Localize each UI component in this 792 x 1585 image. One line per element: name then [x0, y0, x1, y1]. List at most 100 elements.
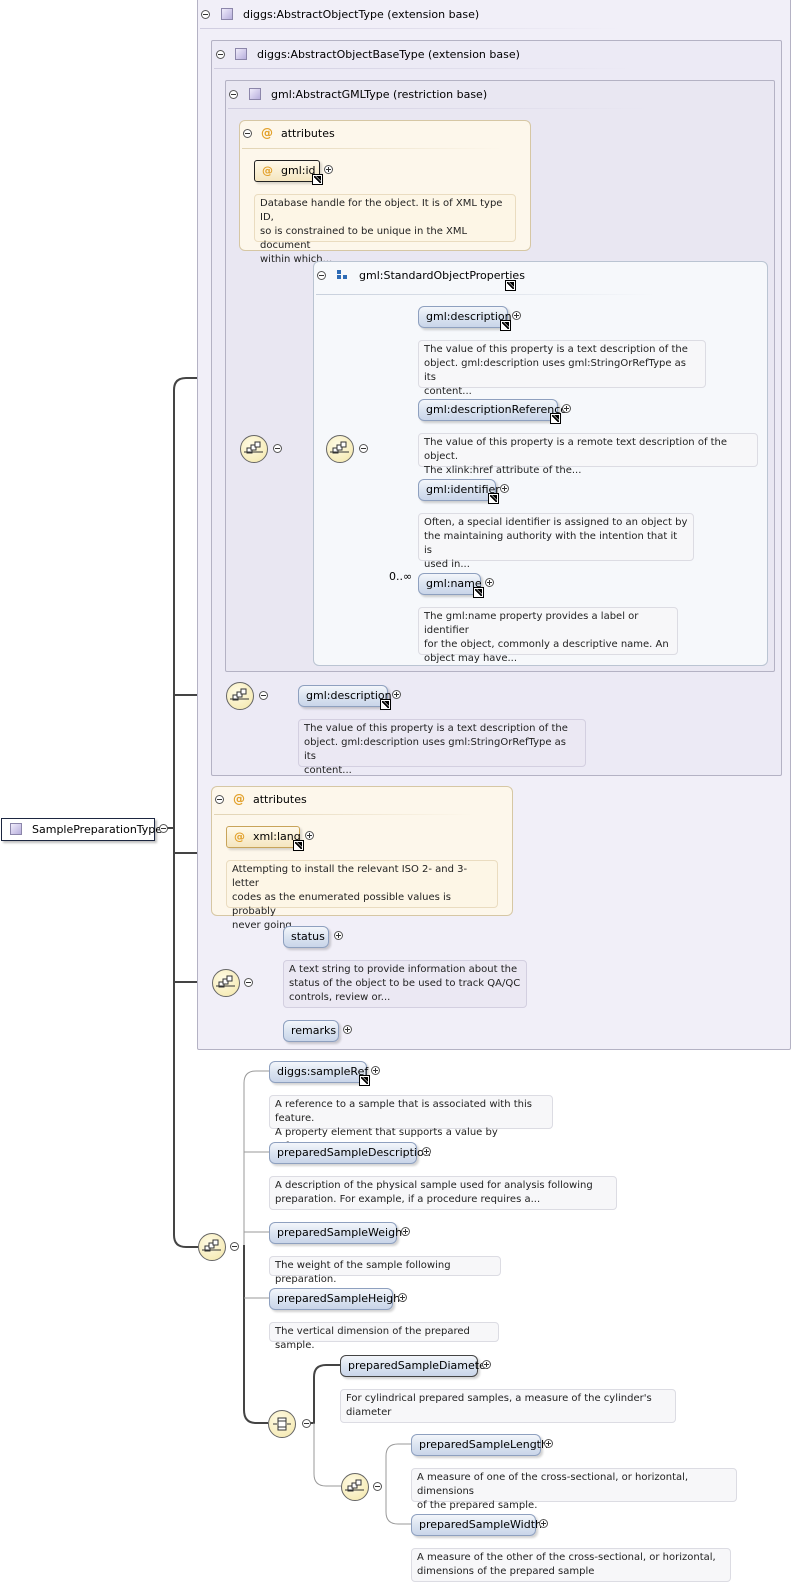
sequence-compositor-icon[interactable]	[240, 435, 268, 463]
doc-line: of the prepared sample.	[417, 1500, 538, 1511]
expand-icon[interactable]	[512, 311, 521, 320]
attribute-gml-id[interactable]: @ gml:id	[254, 160, 320, 182]
collapse-sequence-icon[interactable]	[259, 691, 268, 700]
complex-type-icon	[249, 88, 261, 100]
expand-icon[interactable]	[324, 165, 333, 174]
element-prepared-sample-weight[interactable]: preparedSampleWeight	[269, 1222, 406, 1244]
expand-icon[interactable]	[371, 1066, 380, 1075]
reference-arrow-icon[interactable]	[473, 587, 484, 598]
cardinality-label: 0..∞	[389, 570, 413, 583]
attributes-icon: @	[261, 126, 273, 140]
collapse-sequence-icon[interactable]	[273, 444, 282, 453]
expand-icon[interactable]	[539, 1519, 548, 1528]
sequence-compositor-icon[interactable]	[341, 1473, 369, 1501]
complex-type-icon	[221, 8, 233, 20]
reference-arrow-icon[interactable]	[359, 1075, 370, 1086]
doc-line: content...	[304, 765, 352, 776]
collapse-sequence-icon[interactable]	[230, 1242, 239, 1251]
reference-arrow-icon[interactable]	[550, 413, 561, 424]
doc-line: A measure of one of the cross-sectional,…	[417, 1472, 689, 1497]
element-label: gml:name	[426, 577, 482, 590]
status-doc: A text string to provide information abo…	[283, 960, 527, 1008]
abstract-object-header: diggs:AbstractObjectType (extension base…	[243, 8, 480, 21]
expand-icon[interactable]	[562, 404, 571, 413]
root-element-sampleprep[interactable]: SamplePreparationType	[1, 818, 162, 841]
attribute-icon: @	[234, 830, 245, 843]
element-gml-description[interactable]: gml:description	[418, 306, 512, 328]
complex-type-icon	[235, 48, 247, 60]
sequence-compositor-icon[interactable]	[198, 1233, 226, 1261]
prepared-height-doc: The vertical dimension of the prepared s…	[269, 1322, 499, 1351]
collapse-group-icon[interactable]	[317, 271, 326, 280]
expand-icon[interactable]	[485, 578, 494, 587]
collapse-attributes-icon[interactable]	[215, 795, 224, 804]
reference-arrow-icon[interactable]	[312, 174, 323, 185]
abstract-base-header: diggs:AbstractObjectBaseType (extension …	[257, 48, 520, 61]
expand-icon[interactable]	[544, 1439, 553, 1448]
expand-icon[interactable]	[334, 931, 343, 940]
element-diggs-sampleref[interactable]: diggs:sampleRef	[269, 1061, 369, 1083]
expand-icon[interactable]	[422, 1147, 431, 1156]
sequence-compositor-icon[interactable]	[212, 969, 240, 997]
element-status[interactable]: status	[283, 926, 329, 948]
header-divider	[214, 814, 474, 815]
header-divider	[200, 28, 620, 29]
prepared-length-doc: A measure of one of the cross-sectional,…	[411, 1468, 737, 1511]
prepared-width-doc: A measure of the other of the cross-sect…	[411, 1548, 731, 1582]
element-label: preparedSampleWidth	[419, 1518, 542, 1531]
doc-line: Often, a special identifier is assigned …	[424, 517, 688, 528]
element-prepared-sample-diameter[interactable]: preparedSampleDiameter	[340, 1355, 490, 1377]
collapse-abstract-object-icon[interactable]	[201, 10, 210, 19]
sampleref-doc: A reference to a sample that is associat…	[269, 1095, 553, 1152]
reference-arrow-icon[interactable]	[293, 840, 304, 851]
element-label: gml:descriptionReference	[426, 403, 568, 416]
expand-icon[interactable]	[398, 1293, 407, 1302]
sequence-compositor-icon[interactable]	[326, 435, 354, 463]
collapse-sequence-icon[interactable]	[244, 978, 253, 987]
expand-icon[interactable]	[305, 831, 314, 840]
element-gml-name[interactable]: gml:name	[418, 573, 482, 595]
sequence-compositor-icon[interactable]	[226, 682, 254, 710]
expand-icon[interactable]	[343, 1025, 352, 1034]
expand-icon[interactable]	[482, 1360, 491, 1369]
reference-arrow-icon[interactable]	[380, 699, 391, 710]
doc-line: dimensions of the prepared sample	[417, 1566, 595, 1577]
reference-arrow-icon[interactable]	[500, 320, 511, 331]
element-base-gml-description[interactable]: gml:description	[298, 685, 392, 707]
collapse-abstract-gml-icon[interactable]	[229, 90, 238, 99]
doc-line: A description of the physical sample use…	[275, 1180, 593, 1191]
doc-line: never going...	[232, 920, 302, 931]
doc-line: for the object, commonly a descriptive n…	[424, 639, 669, 650]
collapse-attributes-icon[interactable]	[243, 129, 252, 138]
element-prepared-sample-width[interactable]: preparedSampleWidth	[411, 1514, 542, 1536]
element-prepared-sample-length[interactable]: preparedSampleLength	[411, 1434, 548, 1456]
collapse-sequence-icon[interactable]	[359, 444, 368, 453]
reference-arrow-icon[interactable]	[488, 493, 499, 504]
doc-line: object. gml:description uses gml:StringO…	[304, 737, 566, 762]
doc-line: The xlink:href attribute of the...	[424, 465, 582, 476]
expand-icon[interactable]	[401, 1227, 410, 1236]
element-gml-description-reference[interactable]: gml:descriptionReference	[418, 399, 567, 421]
collapse-choice-icon[interactable]	[302, 1419, 311, 1428]
expand-icon[interactable]	[500, 484, 509, 493]
choice-compositor-icon[interactable]	[268, 1410, 296, 1438]
doc-line: Database handle for the object. It is of…	[260, 198, 503, 223]
element-label: status	[291, 930, 325, 943]
element-label: preparedSampleLength	[419, 1438, 548, 1451]
reference-arrow-icon[interactable]	[505, 280, 516, 291]
collapse-abstract-base-icon[interactable]	[216, 50, 225, 59]
element-remarks[interactable]: remarks	[283, 1020, 339, 1042]
doc-line: controls, review or...	[289, 992, 391, 1003]
attribute-label: gml:id	[281, 164, 316, 177]
doc-line: diameter	[346, 1407, 392, 1418]
attribute-xml-lang[interactable]: @ xml:lang	[226, 826, 301, 848]
element-label: gml:identifier	[426, 483, 500, 496]
element-gml-identifier[interactable]: gml:identifier	[418, 479, 500, 501]
element-prepared-sample-description[interactable]: preparedSampleDescription	[269, 1142, 431, 1164]
element-prepared-sample-height[interactable]: preparedSampleHeight	[269, 1288, 404, 1310]
collapse-root-icon[interactable]	[159, 824, 168, 833]
element-label: diggs:sampleRef	[277, 1065, 369, 1078]
element-label: preparedSampleDiameter	[348, 1359, 491, 1372]
expand-icon[interactable]	[392, 690, 401, 699]
collapse-sequence-icon[interactable]	[373, 1482, 382, 1491]
